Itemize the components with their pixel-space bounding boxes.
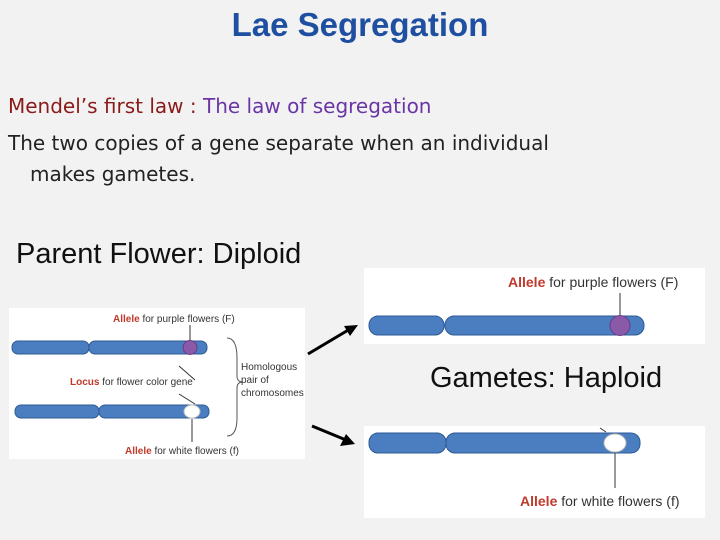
homologous-bracket bbox=[226, 337, 244, 437]
locus-pointer-up bbox=[178, 365, 196, 381]
gamete-1-short-arm bbox=[368, 315, 445, 336]
segregation-arrows bbox=[307, 325, 358, 446]
arrow-up-head bbox=[344, 325, 358, 336]
gamete-purple-allele-label: Allele for purple flowers (F) bbox=[508, 274, 678, 290]
diploid-diagram: Allele for purple flowers (F) Locus for … bbox=[11, 314, 304, 457]
gamete-2-short-arm bbox=[368, 432, 447, 454]
chromosome-2-long-arm bbox=[98, 404, 210, 419]
gamete-1-long-arm bbox=[444, 315, 645, 336]
homologous-label-3: chromosomes bbox=[241, 388, 304, 399]
gamete-white-allele-icon bbox=[603, 433, 627, 453]
homologous-label-1: Homologous bbox=[241, 362, 297, 373]
gamete-white-allele-label: Allele for white flowers (f) bbox=[520, 493, 680, 509]
description-line-1: The two copies of a gene separate when a… bbox=[8, 131, 549, 155]
white-allele-label: Allele for white flowers (f) bbox=[125, 446, 239, 457]
purple-gamete-diagram: Allele for purple flowers (F) bbox=[368, 274, 678, 336]
diploid-diagram-panel: Allele for purple flowers (F) Locus for … bbox=[9, 308, 305, 459]
gametes-label: Gametes: Haploid bbox=[430, 362, 663, 394]
gamete-2-long-arm bbox=[445, 432, 641, 454]
gamete-locus-tick bbox=[599, 427, 607, 433]
arrow-down-line bbox=[311, 424, 347, 442]
purple-allele-label: Allele for purple flowers (F) bbox=[113, 314, 235, 325]
arrow-up-line bbox=[307, 327, 351, 356]
description-line-2: makes gametes. bbox=[30, 162, 196, 186]
gamete-purple-allele-icon bbox=[609, 315, 631, 336]
white-allele-icon bbox=[183, 404, 201, 419]
law-prefix: Mendel’s first law : bbox=[8, 94, 203, 118]
chromosome-1-long-arm bbox=[88, 340, 208, 355]
page-title: Lae Segregation bbox=[231, 6, 489, 43]
white-gamete-diagram: Allele for white flowers (f) bbox=[368, 427, 680, 509]
law-statement: Mendel’s first law : The law of segregat… bbox=[8, 92, 432, 120]
purple-allele-icon bbox=[182, 340, 198, 355]
white-gamete-panel: Allele for white flowers (f) bbox=[364, 426, 705, 518]
locus-pointer-down bbox=[178, 393, 196, 405]
chromosome-1-short-arm bbox=[11, 340, 90, 355]
parent-flower-label: Parent Flower: Diploid bbox=[16, 238, 302, 270]
arrow-down-head bbox=[340, 434, 355, 446]
homologous-label-2: pair of bbox=[241, 375, 269, 386]
chromosome-2-short-arm bbox=[14, 404, 100, 419]
law-name: The law of segregation bbox=[203, 94, 432, 118]
purple-gamete-panel: Allele for purple flowers (F) bbox=[364, 268, 705, 344]
locus-label: Locus for flower color gene bbox=[70, 377, 193, 388]
